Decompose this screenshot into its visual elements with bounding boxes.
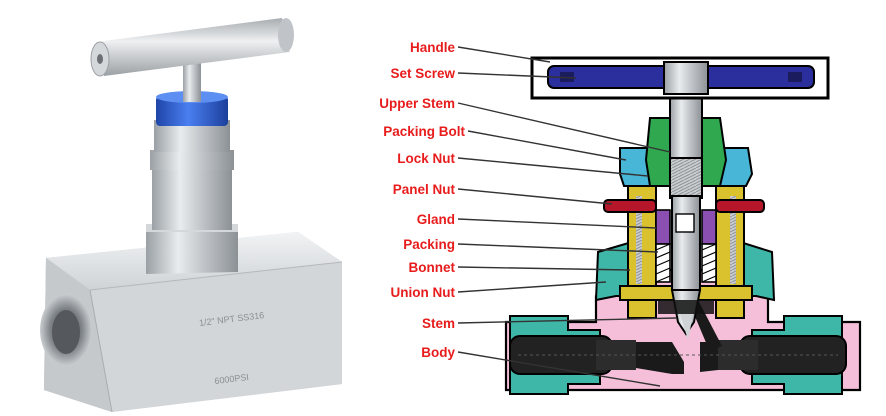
photo-blue-collar [156,96,228,126]
photo-bonnet-hex [146,224,238,274]
section-handle [530,56,830,100]
label-gland: Gland [417,212,455,227]
photo-bonnet-tube [152,168,232,230]
label-union-nut: Union Nut [391,285,456,300]
labels: Handle Set Screw Upper Stem Packing Bolt… [379,40,465,360]
photo-packing-nut [150,150,234,170]
label-lock-nut: Lock Nut [397,151,455,166]
label-handle: Handle [410,40,456,55]
leader-gland [457,218,657,229]
photo-engraving-pressure: 6000PSI [214,372,249,386]
leader-panel-nut [457,188,613,205]
section-gland [655,209,717,245]
leader-stem [457,317,677,324]
label-packing: Packing [403,237,455,252]
photo-stem [183,62,201,102]
leader-packing-bolt [467,130,627,161]
leader-lines [457,46,677,387]
section-stem [669,63,703,340]
section-panel-nut [603,199,765,213]
photo-body: 1/2" NPT SS316 6000PSI [40,232,343,413]
leader-bonnet [457,266,631,271]
label-bonnet: Bonnet [409,260,456,275]
leader-packing [457,243,659,253]
photo-t-handle [90,18,294,77]
section-lock-nut [644,117,728,187]
cross-section [504,56,862,395]
leader-handle [457,46,551,63]
label-set-screw: Set Screw [390,66,455,81]
leader-set-screw [457,72,577,79]
section-packing [655,243,717,283]
label-body: Body [421,345,455,360]
leader-upper-stem [457,102,671,153]
leader-lock-nut [457,157,649,177]
label-upper-stem: Upper Stem [379,96,455,111]
label-packing-bolt: Packing Bolt [383,124,465,139]
valve-photo: 1/2" NPT SS316 6000PSI [40,18,343,413]
leader-body [457,351,661,387]
section-tubes [509,300,847,375]
label-stem: Stem [422,316,455,331]
leader-union-nut [457,281,607,293]
label-panel-nut: Panel Nut [393,182,456,197]
